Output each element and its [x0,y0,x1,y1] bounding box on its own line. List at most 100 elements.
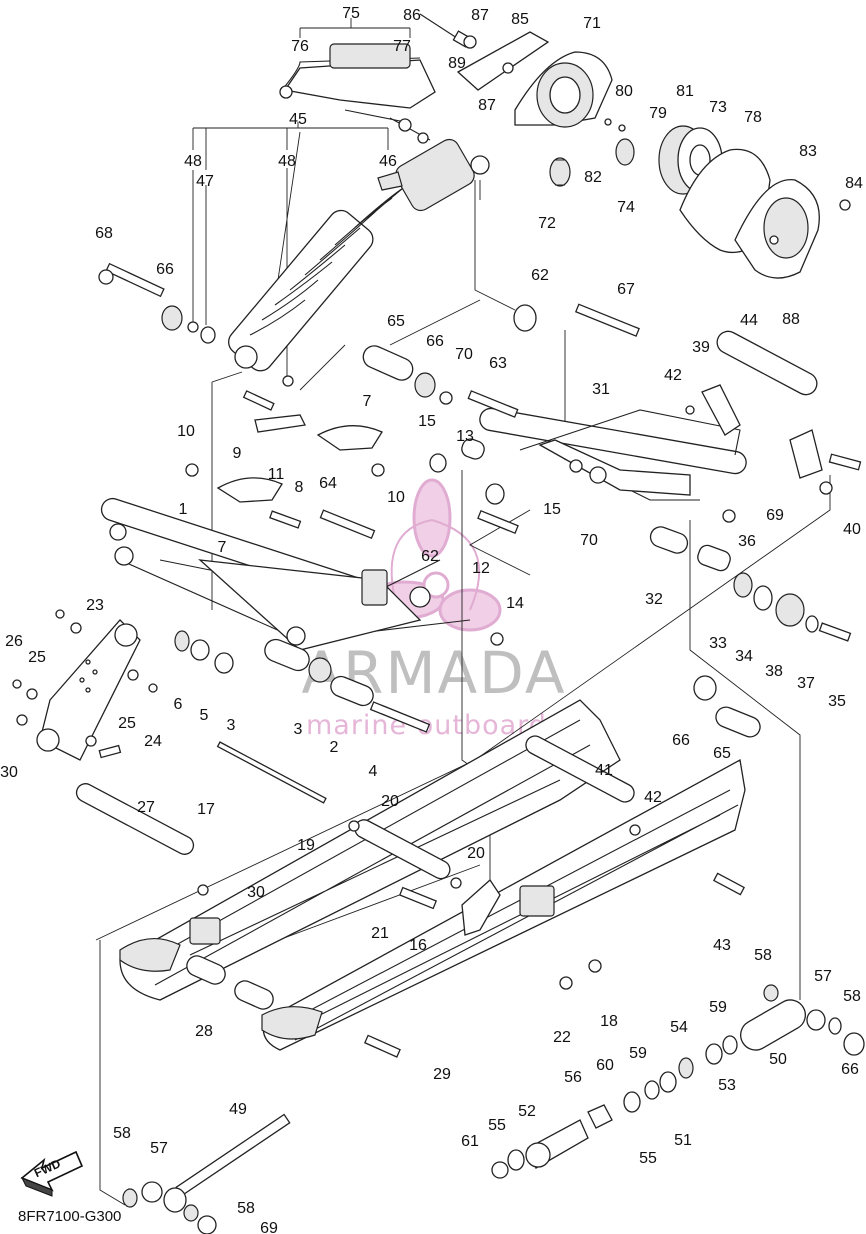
nut-56 [587,1104,613,1129]
callout-15: 15 [418,413,436,430]
chaincase-assembly [279,13,851,279]
callout-33: 33 [709,635,727,652]
bracket-11 [254,414,306,433]
callout-26: 26 [5,633,23,650]
stopper-7 [316,425,383,451]
callout-7: 7 [218,539,227,556]
callout-6: 6 [174,696,183,713]
callout-73: 73 [709,99,727,116]
callout-51: 51 [674,1132,692,1149]
callout-30: 30 [247,884,265,901]
callout-1: 1 [179,501,188,518]
bracket-16 [461,879,501,936]
plate-39 [701,384,741,436]
callout-85: 85 [511,11,529,28]
shaft-49 [175,1113,291,1197]
callout-15: 15 [543,501,561,518]
callout-37: 37 [797,675,815,692]
bushing-66 [161,305,183,331]
callout-29: 29 [433,1066,451,1083]
callout-53: 53 [718,1077,736,1094]
callout-30: 30 [0,764,18,781]
callout-57: 57 [814,968,832,985]
callout-20: 20 [381,793,399,810]
callout-72: 72 [538,215,556,232]
axle-50 [740,999,806,1051]
callout-66: 66 [426,333,444,350]
shaft-27 [75,783,195,855]
callout-83: 83 [799,143,817,160]
callout-23: 23 [86,597,104,614]
callout-60: 60 [596,1057,614,1074]
callout-69: 69 [766,507,784,524]
callout-54: 54 [670,1019,688,1036]
callout-78: 78 [744,109,762,126]
callout-84: 84 [845,175,863,192]
collar-28a [186,955,226,985]
callout-75: 75 [342,5,360,22]
callout-4: 4 [369,763,378,780]
shaft-41 [525,735,635,803]
callout-20: 20 [467,845,485,862]
callout-42: 42 [644,789,662,806]
callout-11: 11 [268,466,285,483]
callout-22: 22 [553,1029,571,1046]
gear-74 [615,138,635,166]
callout-31: 31 [592,381,610,398]
rod-17 [216,741,327,804]
callout-25: 25 [118,715,136,732]
bolt-64 [319,509,376,540]
callout-16: 16 [409,937,427,954]
callout-66: 66 [156,261,174,278]
callout-47: 47 [196,173,214,190]
callout-81: 81 [676,83,694,100]
spring-seat-46 [377,171,403,191]
callout-38: 38 [765,663,783,680]
callout-13: 13 [456,428,474,445]
callout-74: 74 [617,199,635,216]
callout-79: 79 [649,105,667,122]
swing-arm-31 [479,384,833,501]
callout-49: 49 [229,1101,247,1118]
bolt-4 [369,701,431,733]
stopper-7b [216,477,283,503]
tube-65 [362,345,414,381]
callout-35: 35 [828,693,846,710]
bolt-63 [467,390,519,418]
fwd-arrow-icon: FWD [20,1150,84,1197]
callout-57: 57 [150,1140,168,1157]
callout-27: 27 [137,799,155,816]
callout-42: 42 [664,367,682,384]
callout-50: 50 [769,1051,787,1068]
rod-end-76 [279,85,293,99]
callout-24: 24 [144,733,162,750]
callout-48: 48 [278,153,296,170]
callout-10: 10 [177,423,195,440]
callout-62: 62 [421,548,439,565]
callout-39: 39 [692,339,710,356]
callout-10: 10 [387,489,405,506]
callout-8: 8 [295,479,304,496]
callout-82: 82 [584,169,602,186]
callout-14: 14 [506,595,524,612]
slide-rail-left [119,699,621,1001]
collar-36 [697,544,731,572]
rear-axle-hardware [122,675,865,1234]
collar-32 [649,526,689,554]
bolt-68 [105,262,165,298]
callout-89: 89 [448,55,466,72]
callout-18: 18 [600,1013,618,1030]
callout-70: 70 [580,532,598,549]
callout-71: 71 [583,15,601,32]
callout-9: 9 [233,445,242,462]
callout-12: 12 [472,560,490,577]
callout-58: 58 [754,947,772,964]
front-arm-1 [100,497,471,651]
callout-56: 56 [564,1069,582,1086]
callout-58: 58 [237,1200,255,1217]
callout-68: 68 [95,225,113,242]
callout-45: 45 [289,111,307,128]
callout-40: 40 [843,521,861,538]
callout-58: 58 [113,1125,131,1142]
